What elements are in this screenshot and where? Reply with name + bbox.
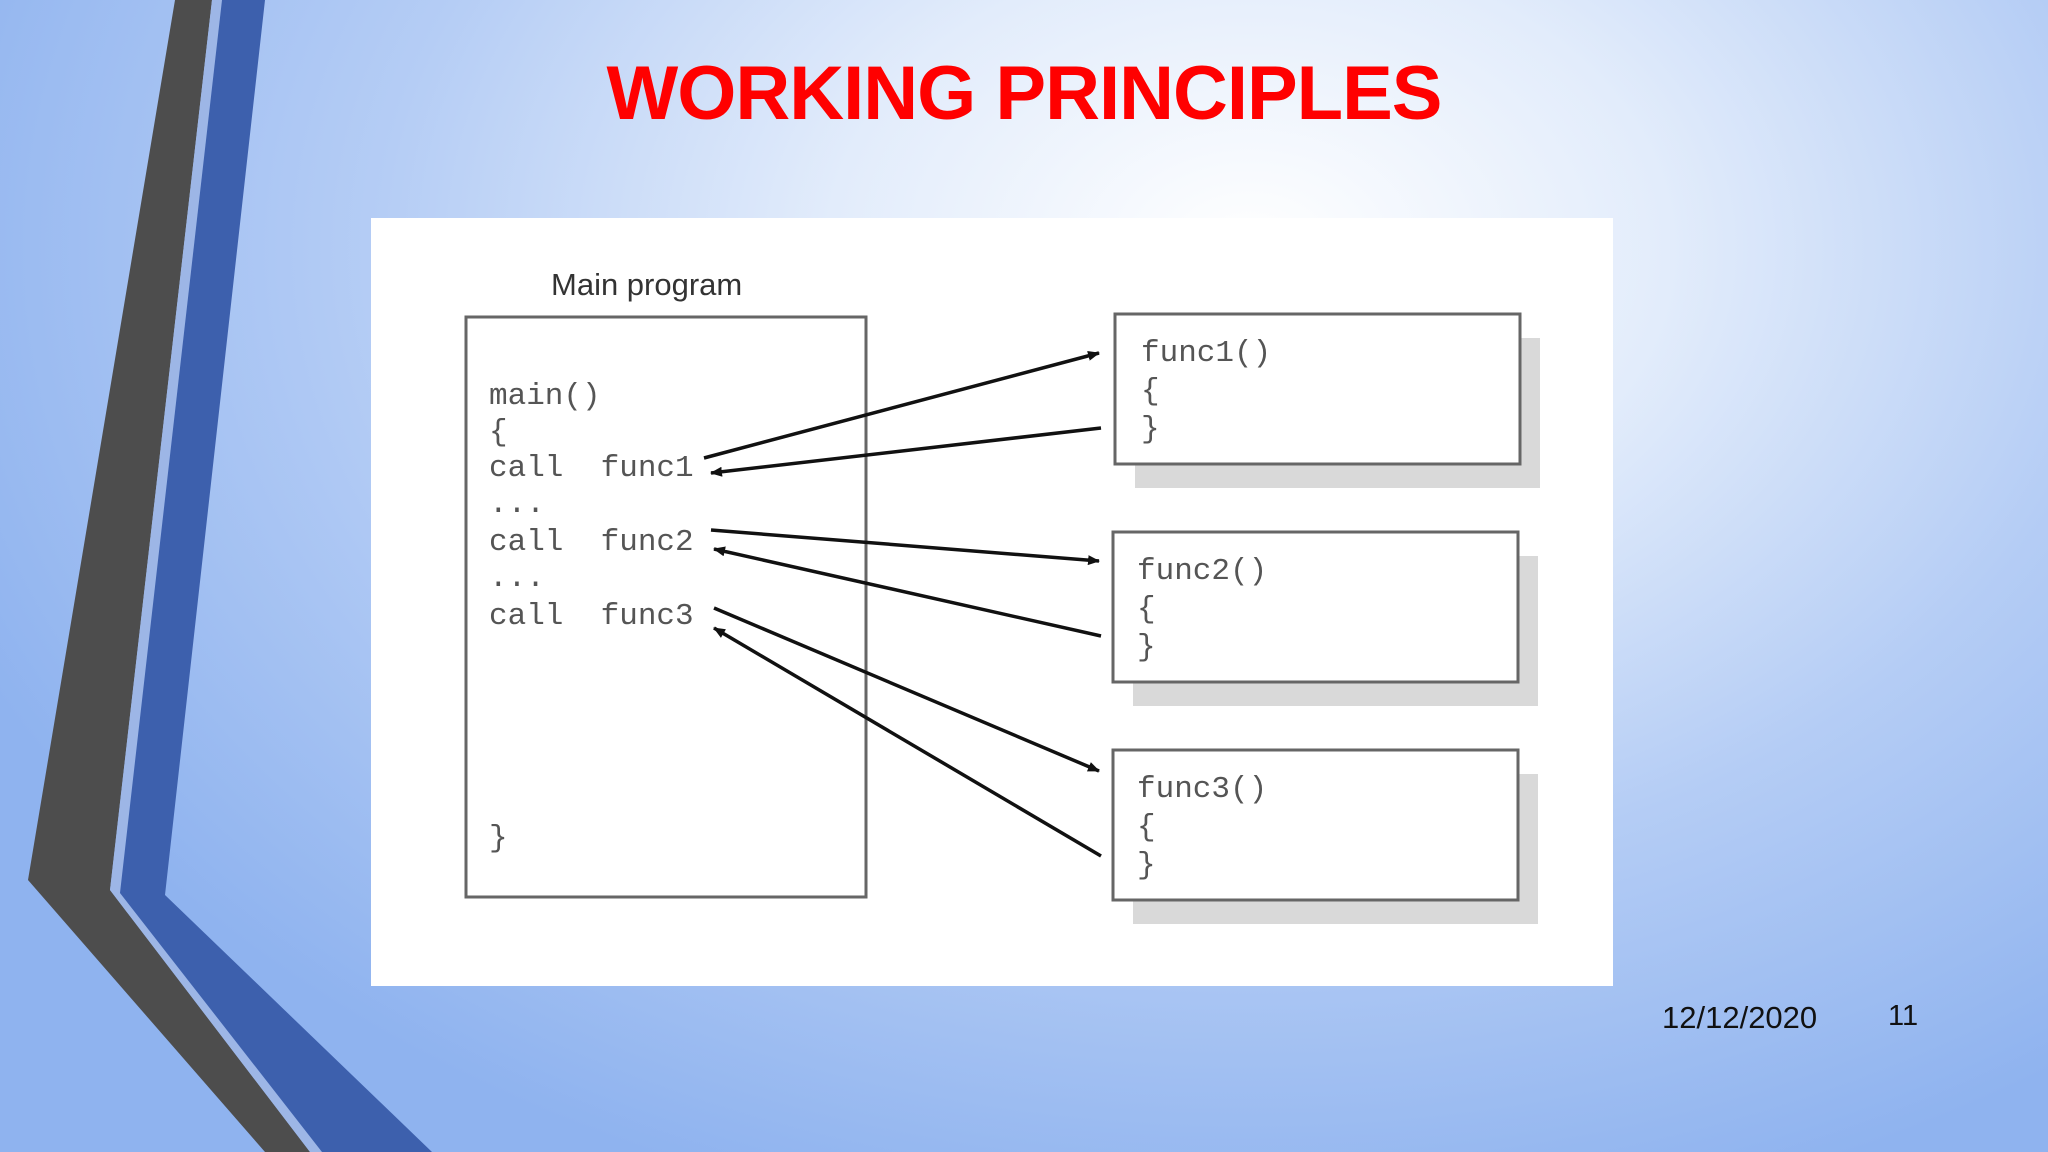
function-call-diagram: Main program main() { call func1 ... cal…: [464, 267, 1540, 924]
stripe-blue: [120, 0, 432, 1152]
func3-close-brace: }: [1137, 848, 1156, 883]
main-line-ellipsis-1: ...: [489, 487, 545, 522]
func2-close-brace: }: [1137, 630, 1156, 665]
arrow-call-func3: [713, 606, 1100, 773]
main-line-ellipsis-2: ...: [489, 561, 545, 596]
func3-open-brace: {: [1137, 810, 1156, 845]
arrow-call-func1: [703, 350, 1100, 460]
arrow-return-func1: [710, 426, 1102, 477]
func1-close-brace: }: [1141, 412, 1160, 447]
main-line-call-func1: call func1: [489, 451, 694, 486]
slide-date: 12/12/2020: [1662, 1000, 1818, 1035]
func1-box: [1113, 312, 1522, 466]
main-line-call-func3: call func3: [489, 599, 694, 634]
func2-header: func2(): [1137, 554, 1267, 589]
arrow-return-func3: [713, 626, 1102, 858]
slide-page-number: 11: [1888, 1000, 1919, 1032]
stripe-light: [110, 0, 322, 1152]
main-line-open-brace: {: [489, 415, 508, 450]
slide-title: WORKING PRINCIPLES: [606, 51, 1443, 136]
diagram-panel: Main program main() { call func1 ... cal…: [371, 218, 1613, 986]
arrow-call-func2: [710, 528, 1100, 566]
stripe-dark: [28, 0, 310, 1152]
main-line-close-brace: }: [489, 821, 508, 856]
main-program-box: [464, 315, 868, 899]
func3-header: func3(): [1137, 772, 1267, 807]
func3-box: [1111, 748, 1520, 902]
main-program-label: Main program: [551, 267, 742, 302]
func2-box: [1111, 530, 1520, 684]
func1-open-brace: {: [1141, 374, 1160, 409]
func1-header: func1(): [1141, 336, 1271, 371]
main-line-main: main(): [489, 379, 601, 414]
main-line-call-func2: call func2: [489, 525, 694, 560]
arrow-return-func2: [713, 546, 1102, 638]
func2-open-brace: {: [1137, 592, 1156, 627]
